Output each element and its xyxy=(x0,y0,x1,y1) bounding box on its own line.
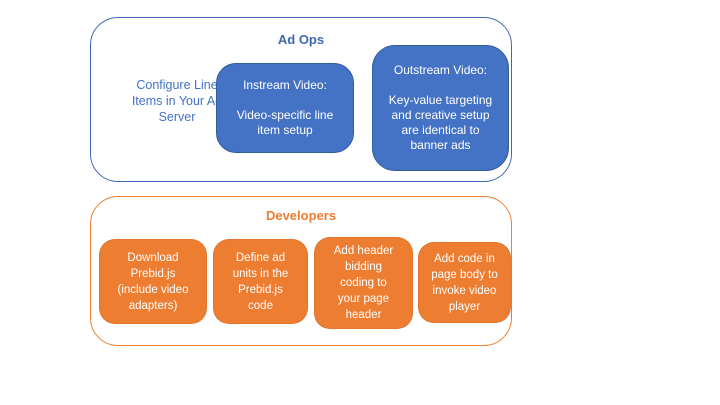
ad-ops-title: Ad Ops xyxy=(277,32,325,47)
developers-title: Developers xyxy=(265,208,337,223)
outstream-video-box: Outstream Video: Key-value targeting and… xyxy=(372,45,509,171)
developers-step-define-ad-units: Define ad units in the Prebid.js code xyxy=(213,239,308,324)
instream-video-box: Instream Video: Video-specific line item… xyxy=(216,63,354,153)
developers-step-add-header-bidding: Add header bidding coding to your page h… xyxy=(314,237,413,329)
developers-group: Developers Download Prebid.js (include v… xyxy=(90,196,512,346)
developers-step-download-prebid: Download Prebid.js (include video adapte… xyxy=(99,239,207,324)
ad-ops-group: Ad Ops Configure Line Items in Your Ad S… xyxy=(90,17,512,182)
developers-step-add-page-body-code: Add code in page body to invoke video pl… xyxy=(418,242,511,323)
